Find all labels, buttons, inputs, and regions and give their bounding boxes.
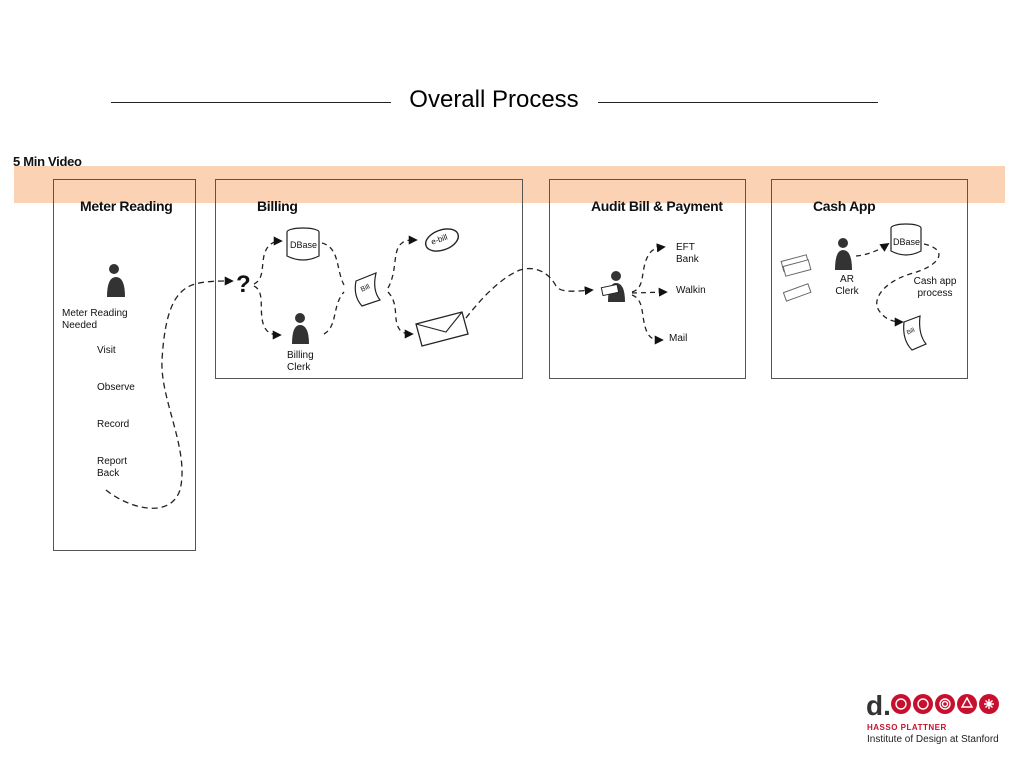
ebill-icon bbox=[424, 228, 460, 252]
ar-clerk-person-icon bbox=[835, 238, 852, 270]
title-rule-right bbox=[598, 102, 878, 103]
step-report-back: Report Back bbox=[97, 456, 128, 479]
step-observe: Observe bbox=[97, 382, 135, 393]
flow-clerk-to-dbase bbox=[855, 242, 890, 257]
dschool-logo: d. HASSO PLATTNER Institute of Design at… bbox=[866, 690, 1016, 750]
title-area: Overall Process bbox=[0, 84, 1024, 120]
dbase-label-cash: DBase bbox=[893, 237, 921, 247]
flow-to-mail bbox=[387, 291, 414, 339]
check-icon bbox=[782, 283, 812, 302]
flow-mail-to-audit bbox=[465, 267, 594, 319]
logo-institute: Institute of Design at Stanford bbox=[867, 734, 999, 745]
title-rule-left bbox=[111, 102, 391, 103]
ar-clerk-label: AR Clerk bbox=[835, 274, 859, 297]
logo-circles-icon bbox=[891, 694, 999, 714]
database-icon bbox=[286, 227, 320, 261]
stage-title-audit: Audit Bill & Payment bbox=[591, 198, 723, 214]
cash-money-icon bbox=[780, 254, 812, 277]
page-title: Overall Process bbox=[409, 86, 579, 113]
flow-report-to-billing bbox=[105, 276, 234, 509]
bill-document-icon bbox=[354, 272, 382, 307]
database-icon-cash bbox=[890, 223, 922, 256]
flow-dbase-to-bill bbox=[321, 242, 345, 286]
logo-name: HASSO PLATTNER bbox=[867, 723, 947, 732]
billing-clerk-label: Billing Clerk bbox=[287, 350, 314, 373]
stage-title-billing: Billing bbox=[257, 198, 298, 214]
flow-to-mail-payment bbox=[631, 294, 664, 345]
step-record: Record bbox=[97, 419, 130, 430]
flow-clerk-to-bill bbox=[323, 291, 345, 335]
flow-to-clerk bbox=[253, 285, 282, 340]
stage-billing: Billing bbox=[215, 179, 523, 379]
flow-to-dbase bbox=[253, 236, 283, 285]
meter-reading-needed-label: Meter Reading Needed bbox=[62, 308, 128, 331]
flow-dbase-to-bill bbox=[876, 243, 940, 327]
flow-to-eft bbox=[631, 243, 666, 293]
stage-header-band bbox=[14, 166, 1005, 203]
stage-title-meter-reading: Meter Reading bbox=[80, 198, 173, 214]
subtitle: 5 Min Video bbox=[13, 154, 82, 169]
walkin-label: Walkin bbox=[676, 285, 706, 296]
logo-mark: d. bbox=[866, 690, 891, 721]
stage-cash-app: Cash App bbox=[771, 179, 968, 379]
bill-document-icon-cash bbox=[903, 315, 927, 351]
mail-label: Mail bbox=[669, 333, 688, 344]
envelope-icon bbox=[415, 311, 469, 347]
stage-title-cash-app: Cash App bbox=[813, 198, 876, 214]
question-mark-icon: ? bbox=[236, 271, 251, 298]
flow-to-walkin bbox=[631, 287, 668, 297]
cash-app-process-label: Cash app process bbox=[913, 276, 957, 299]
step-visit: Visit bbox=[97, 345, 116, 356]
meter-reader-person-icon bbox=[107, 264, 125, 297]
dbase-label: DBase bbox=[290, 240, 318, 250]
eft-bank-label: EFT Bank bbox=[676, 242, 699, 265]
billing-clerk-person-icon bbox=[292, 313, 309, 344]
stage-audit: Audit Bill & Payment bbox=[549, 179, 746, 379]
audit-person-icon bbox=[600, 271, 625, 302]
stage-meter-reading: Meter Reading bbox=[53, 179, 196, 551]
flow-to-ebill bbox=[387, 235, 418, 289]
